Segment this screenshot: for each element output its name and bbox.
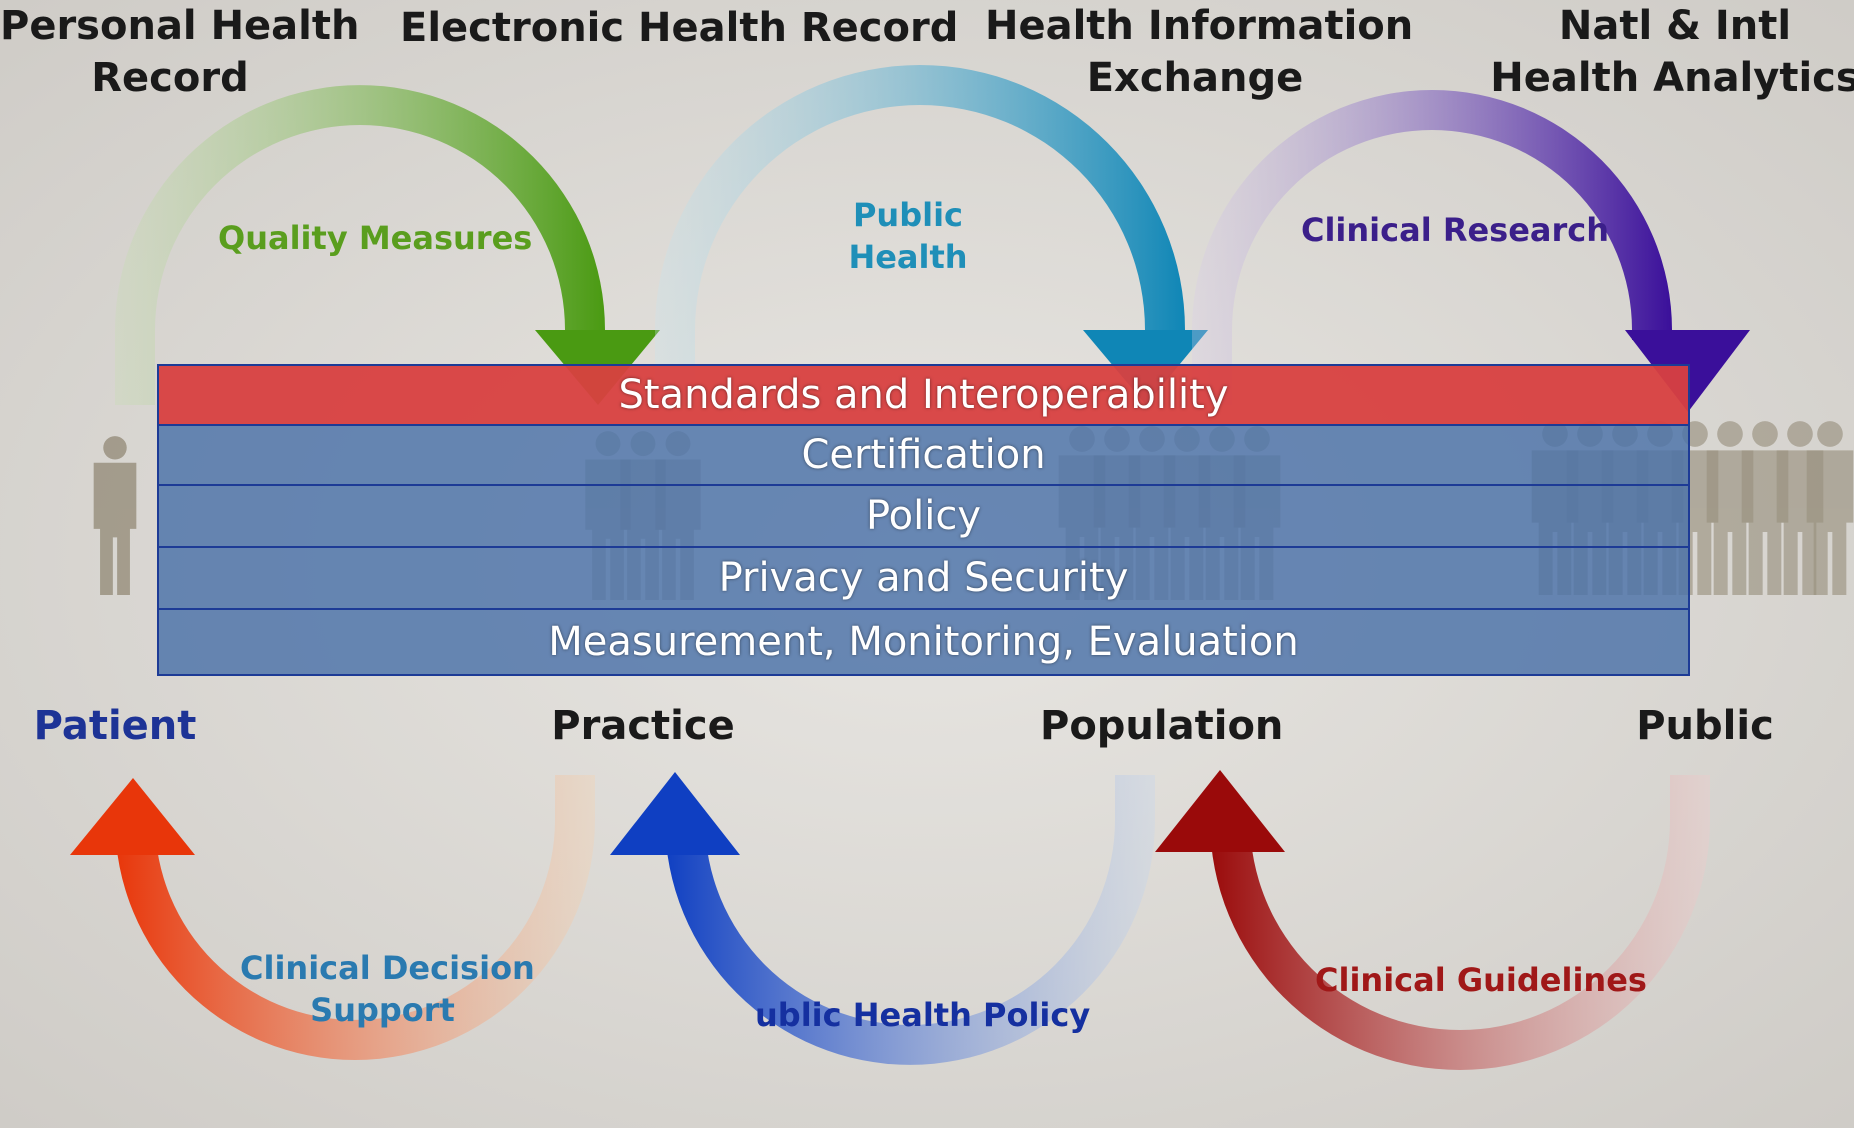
quality-measures-line-1: Quality Measures xyxy=(218,219,533,257)
public-health-policy-arrowhead xyxy=(610,772,740,855)
public-health-policy-line-1: ublic Health Policy xyxy=(755,996,1091,1034)
population-label: Population xyxy=(1040,703,1284,749)
clinical-guidelines-arrow xyxy=(1210,775,1710,1070)
clinical-decision-support-line-2: Support xyxy=(310,990,455,1029)
public-health-line-1: Public xyxy=(852,196,964,234)
patient-label: Patient xyxy=(33,703,197,749)
lower-arrows xyxy=(70,770,1710,1070)
policy-band: Policy xyxy=(157,484,1690,548)
clinical-guidelines-label: Clinical Guidelines xyxy=(1315,960,1647,1002)
clinical-decision-support-label: Clinical Decision Support xyxy=(240,948,535,1031)
clinical-research-arrow xyxy=(1192,90,1672,405)
practice-label: Practice xyxy=(551,703,735,749)
health-analytics-label: Natl & Intl Health Analytics xyxy=(1490,0,1854,104)
electronic-health-record-label: Electronic Health Record xyxy=(400,2,959,54)
health-information-exchange-line-2: Exchange xyxy=(1086,55,1304,101)
public-health-policy-label: ublic Health Policy xyxy=(755,995,1091,1037)
clinical-research-line-1: Clinical Research xyxy=(1300,211,1610,249)
patient-silhouette xyxy=(93,436,137,595)
public-health-label: Public Health xyxy=(808,195,1008,278)
quality-measures-label: Quality Measures xyxy=(218,218,533,260)
personal-health-record-label: Personal Health Record xyxy=(0,0,360,104)
electronic-health-record-line-1: Electronic Health Record xyxy=(400,5,959,51)
clinical-decision-support-line-1: Clinical Decision xyxy=(240,949,535,987)
standards-band: Standards and Interoperability xyxy=(157,364,1690,426)
public-health-policy-arrow xyxy=(665,775,1155,1065)
clinical-decision-support-arrowhead xyxy=(70,778,195,855)
health-information-exchange-label: Health Information Exchange xyxy=(985,0,1414,104)
certification-band: Certification xyxy=(157,424,1690,486)
quality-measures-arrow xyxy=(115,85,605,405)
clinical-guidelines-line-1: Clinical Guidelines xyxy=(1315,961,1647,999)
clinical-research-label: Clinical Research xyxy=(1300,210,1610,252)
public-label: Public xyxy=(1636,703,1774,749)
health-information-exchange-line-1: Health Information xyxy=(985,3,1414,49)
health-analytics-line-1: Natl & Intl xyxy=(1558,3,1792,49)
personal-health-record-line-1: Personal Health xyxy=(0,3,360,49)
measurement-band: Measurement, Monitoring, Evaluation xyxy=(157,608,1690,676)
privacy-security-band: Privacy and Security xyxy=(157,546,1690,610)
personal-health-record-line-2: Record xyxy=(91,55,249,101)
clinical-decision-support-arrow xyxy=(115,775,595,1060)
public-silhouette xyxy=(1806,421,1854,595)
public-health-line-2: Health xyxy=(848,237,968,276)
clinical-guidelines-arrowhead xyxy=(1155,770,1285,852)
health-analytics-line-2: Health Analytics xyxy=(1490,55,1854,101)
